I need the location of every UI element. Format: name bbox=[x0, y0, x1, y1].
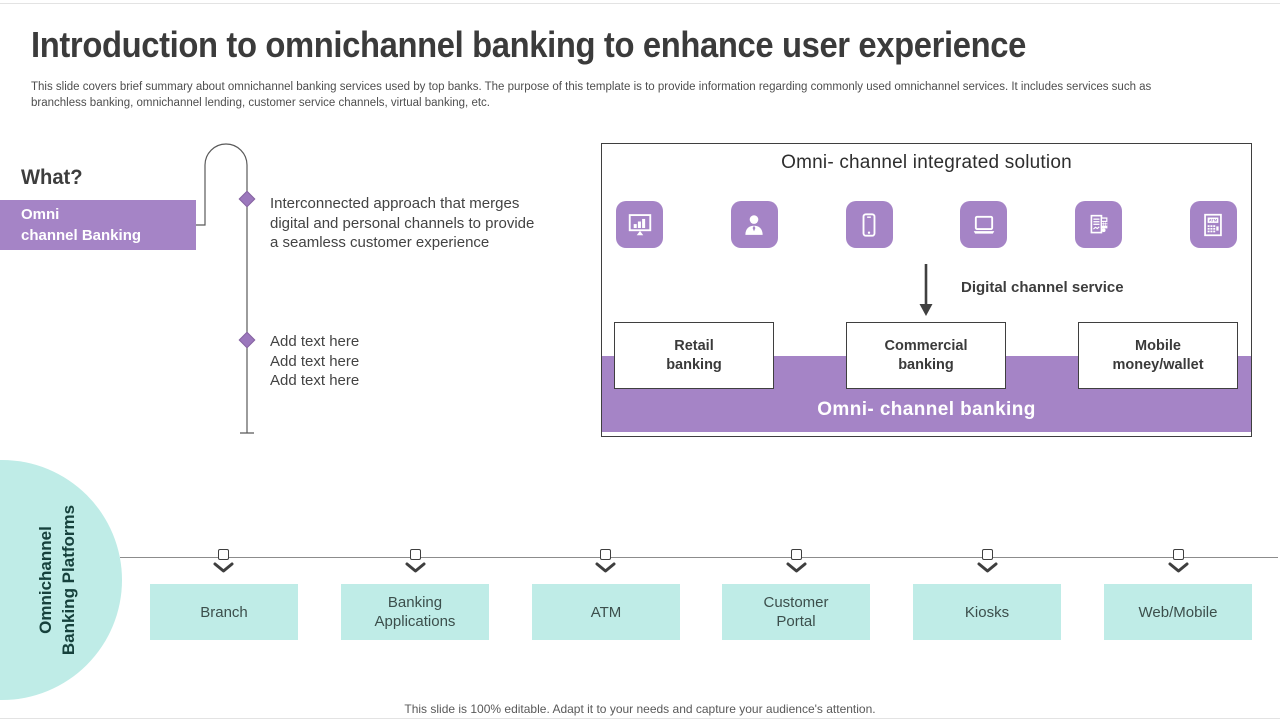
chevron-down-icon bbox=[786, 562, 807, 573]
circle-label-line2: Banking Platforms bbox=[59, 504, 78, 656]
svg-text:ATM: ATM bbox=[1209, 217, 1218, 222]
loop-connector-line bbox=[196, 143, 256, 434]
platform-box-kiosks: Kiosks bbox=[913, 584, 1061, 640]
chevron-down-icon bbox=[595, 562, 616, 573]
retail-banking-box: Retail banking bbox=[614, 322, 774, 389]
timeline-node-icon bbox=[600, 549, 611, 560]
timeline-node-icon bbox=[218, 549, 229, 560]
mobile-money-line1: Mobile bbox=[1135, 337, 1181, 354]
timeline-line bbox=[120, 557, 1278, 558]
chevron-down-icon bbox=[1168, 562, 1189, 573]
slide-description-line1: This slide covers brief summary about om… bbox=[31, 81, 1152, 93]
placeholder-text: Add text here Add text here Add text her… bbox=[270, 332, 359, 391]
omni-channel-banking-label-line1: Omni bbox=[21, 206, 60, 223]
definition-text: Interconnected approach that merges digi… bbox=[270, 194, 534, 253]
slide-top-edge bbox=[0, 3, 1280, 4]
commercial-banking-box: Commercial banking bbox=[846, 322, 1006, 389]
chevron-down-icon bbox=[977, 562, 998, 573]
commercial-banking-line1: Commercial bbox=[884, 337, 968, 354]
timeline-node-icon bbox=[410, 549, 421, 560]
commercial-banking-line2: banking bbox=[898, 356, 954, 373]
retail-banking-line2: banking bbox=[666, 356, 722, 373]
definition-line3: a seamless customer experience bbox=[270, 234, 490, 251]
atm-icon: ATM bbox=[1189, 201, 1237, 248]
platform-box-customer-portal: Customer Portal bbox=[722, 584, 870, 640]
timeline-node-icon bbox=[791, 549, 802, 560]
channel-icons-row: ATM bbox=[616, 201, 1237, 248]
platform-box-branch: Branch bbox=[150, 584, 298, 640]
slide-description-line2: branchless banking, omnichannel lending,… bbox=[31, 97, 490, 109]
mobile-money-wallet-box: Mobile money/wallet bbox=[1078, 322, 1238, 389]
integrated-solution-panel: Omni- channel integrated solution bbox=[601, 143, 1252, 437]
chevron-down-icon bbox=[213, 562, 234, 573]
timeline-node-icon bbox=[1173, 549, 1184, 560]
customer-person-icon bbox=[730, 201, 778, 248]
chevron-down-icon bbox=[405, 562, 426, 573]
smartphone-icon bbox=[845, 201, 893, 248]
mobile-money-line2: money/wallet bbox=[1112, 356, 1204, 373]
laptop-icon bbox=[960, 201, 1008, 248]
what-heading: What? bbox=[21, 166, 83, 189]
omni-channel-banking-label: Omni channel Banking bbox=[0, 200, 196, 250]
slide-bottom-edge bbox=[0, 718, 1280, 719]
billing-machine-icon bbox=[1075, 201, 1123, 248]
platforms-circle-label: Omnichannel Banking Platforms bbox=[29, 491, 85, 669]
diamond-bullet-icon bbox=[238, 190, 256, 208]
definition-line2: digital and personal channels to provide bbox=[270, 214, 535, 232]
omni-channel-banking-label-line2: channel Banking bbox=[21, 227, 142, 244]
placeholder-line1: Add text here bbox=[270, 333, 360, 350]
footer-note: This slide is 100% editable. Adapt it to… bbox=[404, 702, 876, 716]
down-arrow-icon bbox=[919, 264, 933, 316]
monitor-chart-icon bbox=[616, 201, 663, 248]
platform-box-banking-applications: Banking Applications bbox=[341, 584, 489, 640]
platform-box-atm: ATM bbox=[532, 584, 680, 640]
timeline-node-icon bbox=[982, 549, 993, 560]
placeholder-line2: Add text here bbox=[270, 352, 360, 370]
definition-line1: Interconnected approach that merges bbox=[270, 195, 520, 212]
slide-description: This slide covers brief summary about om… bbox=[31, 79, 1151, 111]
placeholder-line3: Add text here bbox=[270, 372, 360, 389]
digital-channel-service-label: Digital channel service bbox=[961, 279, 1124, 296]
diamond-bullet-icon bbox=[238, 331, 256, 349]
panel-title: Omni- channel integrated solution bbox=[781, 152, 1072, 173]
retail-banking-line1: Retail bbox=[674, 337, 714, 354]
platform-box-web-mobile: Web/Mobile bbox=[1104, 584, 1252, 640]
page-title: Introduction to omnichannel banking to e… bbox=[31, 24, 1026, 65]
circle-label-line1: Omnichannel bbox=[36, 526, 55, 634]
band-label: Omni- channel banking bbox=[817, 399, 1036, 420]
